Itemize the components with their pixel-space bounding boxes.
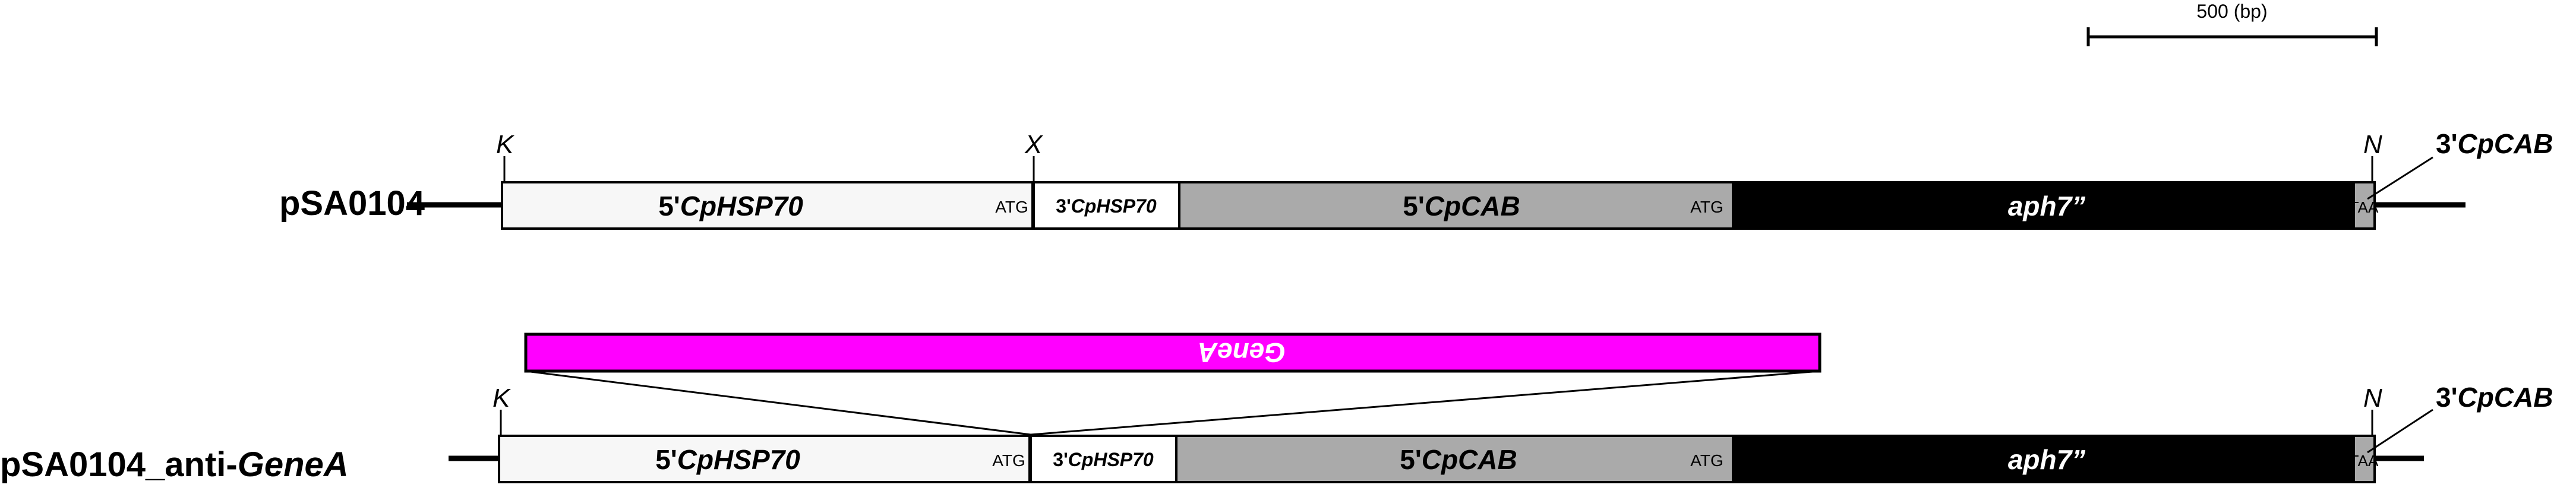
site-x: X bbox=[1024, 130, 1043, 159]
insert-bar bbox=[524, 332, 1821, 373]
segment-aph7 bbox=[1732, 436, 2367, 482]
segment-label-5-cpcab: 5'CpCAB bbox=[1400, 444, 1517, 475]
end-label-3-cpcab: 3'CpCAB bbox=[2436, 382, 2553, 413]
insertion-line-right bbox=[1030, 370, 1820, 436]
segment-outline bbox=[1178, 181, 2376, 230]
construct-name: pSA0104_anti-GeneA bbox=[0, 445, 349, 484]
segment-5-cpcab bbox=[1176, 436, 1732, 482]
construct-psa0104-anti-genea: pSA0104_anti-GeneA 5'CpHSP70 3'CpHSP70 5… bbox=[0, 382, 2553, 484]
codon-taa: TAA bbox=[2350, 198, 2379, 216]
segment-outline bbox=[1175, 435, 2376, 483]
segment-3-cpcab bbox=[2353, 435, 2376, 483]
callout-line bbox=[2367, 408, 2433, 454]
construct-name: pSA0104 bbox=[279, 184, 425, 223]
construct-psa0104: pSA0104 5'CpHSP70 3'CpHSP70 5'CpCAB aph7… bbox=[279, 128, 2553, 230]
site-k: K bbox=[493, 384, 511, 413]
codon-atg: ATG bbox=[1690, 198, 1723, 216]
insert-label: GeneA bbox=[1198, 337, 1286, 368]
segment-label-3-cphsp70: 3'CpHSP70 bbox=[1056, 195, 1157, 217]
segment-3-cphsp70 bbox=[1030, 435, 1177, 483]
insert-genea: GeneA bbox=[524, 332, 1821, 436]
segment-label-aph7: aph7” bbox=[2008, 444, 2085, 475]
site-n: N bbox=[2363, 130, 2382, 159]
end-label-3-cpcab: 3'CpCAB bbox=[2436, 128, 2553, 159]
segment-5-cpcab bbox=[1179, 182, 1732, 229]
scale-bar: 500 (bp) bbox=[2086, 1, 2378, 46]
segment-5-cphsp70 bbox=[498, 435, 1031, 483]
site-n: N bbox=[2363, 384, 2382, 413]
insertion-line-left bbox=[525, 370, 1031, 436]
segment-label-5-cphsp70: 5'CpHSP70 bbox=[655, 444, 800, 475]
segment-label-5-cphsp70: 5'CpHSP70 bbox=[658, 191, 803, 221]
site-k: K bbox=[496, 130, 514, 159]
codon-atg: ATG bbox=[992, 451, 1025, 470]
segment-5-cphsp70 bbox=[501, 181, 1034, 230]
segment-aph7 bbox=[1732, 182, 2367, 229]
scale-bar-label: 500 (bp) bbox=[2196, 1, 2267, 22]
segment-label-aph7: aph7” bbox=[2008, 191, 2085, 221]
segment-label-3-cphsp70: 3'CpHSP70 bbox=[1053, 449, 1154, 470]
codon-atg: ATG bbox=[1690, 451, 1723, 470]
codon-atg: ATG bbox=[995, 198, 1028, 216]
callout-line bbox=[2367, 156, 2433, 200]
codon-taa: TAA bbox=[2350, 452, 2379, 470]
segment-label-5-cpcab: 5'CpCAB bbox=[1403, 191, 1520, 221]
